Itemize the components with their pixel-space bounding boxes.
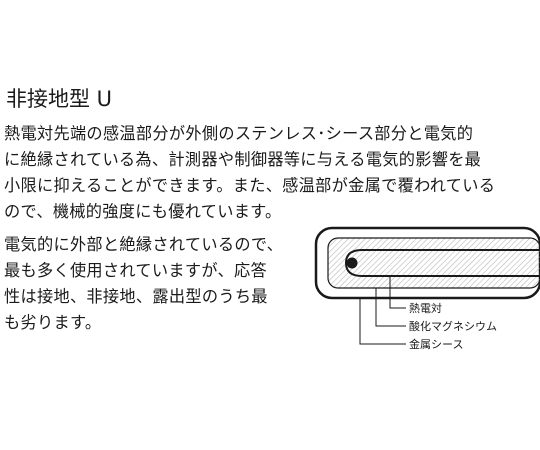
paragraph-line-3: 小限に抑えることができます。また、感温部が金属で覆われている (4, 176, 496, 195)
thermocouple-wire-shape (344, 249, 540, 277)
label-sheath: 金属シース (409, 337, 463, 351)
leader-thermocouple (389, 276, 406, 309)
label-mgo: 酸化マグネシウム (409, 319, 497, 333)
leader-mgo (375, 288, 406, 327)
side-text-line-2: 最も多く使用されていますが、応答 (4, 261, 267, 280)
paragraph-line-2: に絶縁されている為、計測器や制御器等に与える電気的影響を最 (4, 150, 482, 169)
side-text-line-1: 電気的に外部と絶縁されているので、 (4, 235, 284, 254)
leader-sheath (359, 298, 406, 345)
label-thermocouple: 熱電対 (409, 301, 442, 315)
section-title: 非接地型 U (6, 87, 113, 111)
side-text-line-3: 性は接地、非接地、露出型のうち最 (4, 287, 268, 306)
mgo-insulation-shape (327, 237, 540, 289)
sheath-cross-section-diagram: 熱電対 酸化マグネシウム 金属シース (314, 226, 540, 351)
paragraph-line-1: 熱電対先端の感温部分が外側のステンレス･シース部分と電気的 (4, 124, 474, 143)
paragraph-line-4: ので、機械的強度にも優れています。 (4, 202, 282, 221)
junction-dot (346, 257, 358, 269)
side-text-line-4: も劣ります。 (4, 313, 102, 332)
